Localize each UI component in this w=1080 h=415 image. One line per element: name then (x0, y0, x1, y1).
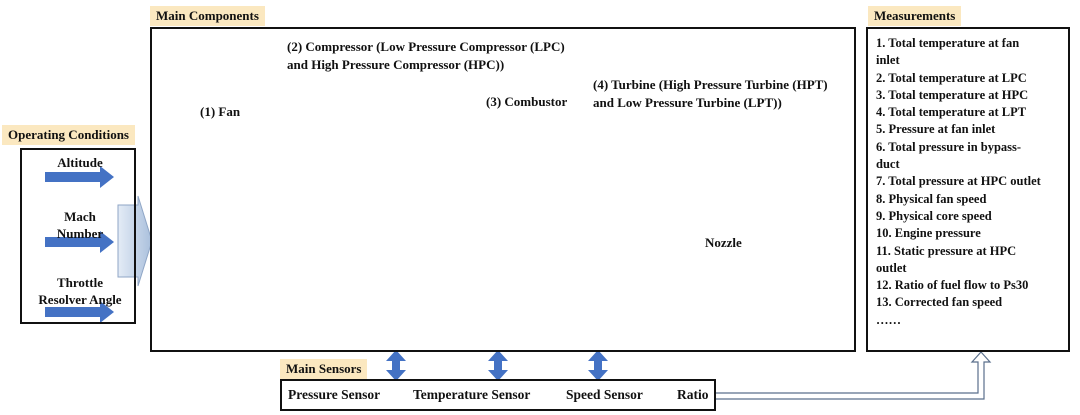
sensor-link-arrows (386, 350, 608, 381)
compressor-label-line2: and High Pressure Compressor (HPC)) (287, 57, 505, 72)
sensors-to-measurements-arrow (714, 351, 992, 400)
measurement-item: 8. Physical fan speed (876, 191, 987, 206)
main-components-panel (150, 27, 856, 352)
condition-altitude-line1: Altitude (57, 155, 103, 170)
measurements-title: Measurements (868, 6, 962, 26)
measurement-item: …… (876, 312, 901, 327)
measurement-item: 1. Total temperature at fan (876, 36, 1020, 50)
condition-arrows (45, 166, 114, 323)
sensor-temperature: Temperature Sensor (413, 387, 531, 402)
measurement-item: 10. Engine pressure (876, 226, 981, 241)
measurements-panel: 1. Total temperature at fan inlet 2. Tot… (866, 27, 1070, 352)
compressor-label-line1: (2) Compressor (Low Pressure Compressor … (287, 39, 565, 54)
sensor-pressure: Pressure Sensor (288, 387, 381, 402)
fan-label: (1) Fan (200, 104, 241, 119)
measurement-item: 7. Total pressure at HPC outlet (876, 174, 1041, 189)
measurement-item: 11. Static pressure at HPC (876, 243, 1017, 258)
main-components-title: Main Components (150, 6, 265, 26)
condition-throttle-line2: Resolver Angle (38, 292, 122, 307)
nozzle-label: Nozzle (705, 235, 742, 250)
condition-mach-line2: Number (56, 226, 104, 241)
measurement-item: 4. Total temperature at LPT (876, 105, 1027, 120)
condition-mach-line1: Mach (64, 209, 96, 224)
measurement-item: 3. Total temperature at HPC (876, 87, 1029, 102)
combustor-label: (3) Combustor (486, 94, 568, 109)
measurement-item: 6. Total pressure in bypass- (876, 139, 1022, 154)
sensor-ratio: Ratio (677, 387, 709, 402)
measurement-item: 5. Pressure at fan inlet (876, 122, 996, 137)
condition-throttle-resolver-angle: Throttle Resolver Angle (22, 274, 138, 308)
measurements-list: 1. Total temperature at fan inlet 2. Tot… (876, 35, 1076, 329)
measurement-item: inlet (876, 53, 900, 68)
measurement-item: 2. Total temperature at LPC (876, 70, 1027, 85)
main-sensors-panel (280, 379, 716, 411)
condition-altitude: Altitude (22, 154, 138, 171)
main-sensors-title: Main Sensors (280, 359, 368, 379)
measurement-item: 13. Corrected fan speed (876, 295, 1003, 310)
sensor-speed: Speed Sensor (566, 387, 643, 402)
turbine-label-line2: and Low Pressure Turbine (LPT)) (593, 95, 782, 110)
measurement-item: outlet (876, 260, 907, 275)
measurement-item: duct (876, 157, 900, 172)
measurement-item: 12. Ratio of fuel flow to Ps30 (876, 278, 1029, 293)
operating-conditions-panel: Altitude Mach Number Throttle Resolver A… (20, 148, 136, 324)
turbine-label-line1: (4) Turbine (High Pressure Turbine (HPT) (593, 77, 828, 92)
condition-mach-number: Mach Number (22, 208, 138, 242)
condition-throttle-line1: Throttle (57, 275, 103, 290)
measurement-item: 9. Physical core speed (876, 208, 992, 223)
operating-conditions-title: Operating Conditions (2, 125, 135, 145)
